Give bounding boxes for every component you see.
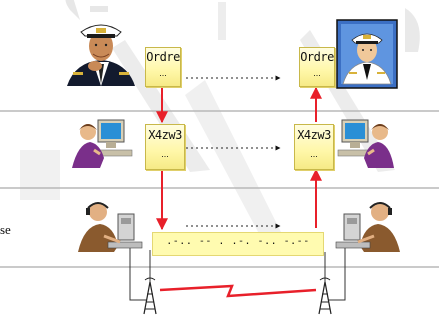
order-scroll-left: Ordre ... [145,47,181,87]
side-text-fragment: se [0,222,11,237]
cipher-clerk-right-icon [337,119,394,168]
scroll-title: X4zw3 [297,128,331,142]
antenna-tower-left-icon [143,277,157,315]
antenna-tower-right-icon [318,277,332,315]
scroll-body: ... [161,149,169,159]
band-separators [0,110,439,268]
scroll-title: Ordre [300,50,334,64]
scroll-body: ... [159,68,167,78]
officer-portrait-icon [67,24,135,86]
radio-operator-left-icon [78,202,143,252]
cipher-scroll-right: X4zw3 ... [294,124,334,170]
dotted-arrows [186,75,281,229]
antenna-cables [129,248,346,301]
cipher-scroll-left: X4zw3 ... [145,124,185,170]
captain-portrait-icon [336,19,398,89]
radio-operator-right-icon [335,202,400,252]
scroll-body: ... [310,149,318,159]
scroll-title: Ordre [146,50,180,64]
order-scroll-right: Ordre ... [299,47,335,87]
radio-message-text: .-.. -- . .-. -.. -.-- [166,236,310,247]
cipher-clerk-left-icon [72,119,133,168]
red-flow-arrows [156,86,322,231]
scroll-title: X4zw3 [148,128,182,142]
radio-link-icon [159,284,317,298]
radio-message-bar: .-.. -- . .-. -.. -.-- [152,232,324,256]
scroll-body: ... [313,68,321,78]
